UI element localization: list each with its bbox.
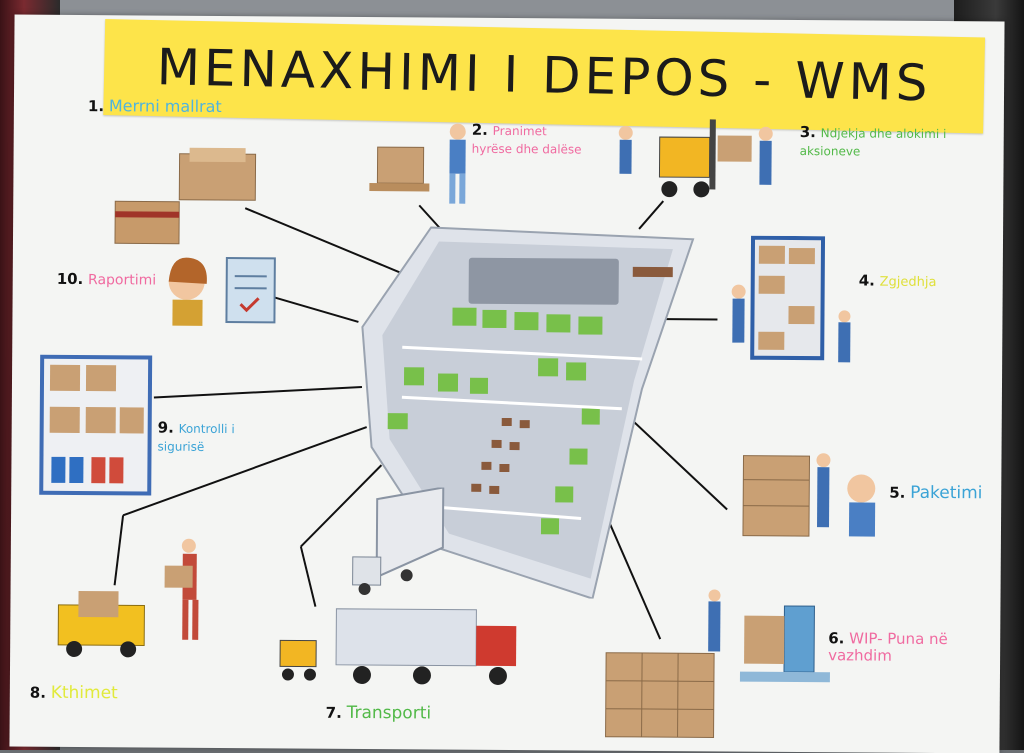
cardboard-boxes-icon (602, 649, 719, 740)
step-9-label: 9. Kontrolli i sigurisë (157, 420, 247, 457)
delivery-truck-icon (272, 604, 523, 696)
step-8-text: Kthimet (51, 683, 118, 703)
step-10-label: 10. Raportimi (57, 271, 157, 290)
step-4-label: 4. Zgjedhja (859, 272, 937, 291)
step-6-label: 6. WIP- Puna në vazhdim (828, 630, 998, 665)
step-1-text: Merrni mallrat (109, 96, 222, 116)
weighing-scale-icon (700, 585, 831, 696)
storage-shelves-icon (35, 351, 160, 502)
step-4-text: Zgjedhja (880, 275, 937, 290)
step-10-text: Raportimi (88, 272, 156, 288)
delivery-truck-icon (347, 487, 458, 598)
step-9-number: 9. (158, 419, 174, 437)
storage-shelves-icon (722, 236, 863, 377)
step-4-number: 4. (859, 271, 875, 289)
connector-9 (154, 386, 362, 399)
step-3-text: Ndjekja dhe alokimi i aksioneve (800, 126, 947, 158)
step-2-text: Pranimet hyrëse dhe dalëse (472, 124, 582, 157)
step-6-text: WIP- Puna në vazhdim (828, 629, 948, 664)
step-7-label: 7. Transporti (326, 705, 432, 723)
step-10-number: 10. (57, 270, 84, 288)
step-2-label: 2. Pranimet hyrëse dhe dalëse (472, 122, 582, 159)
connector-7b (300, 547, 315, 607)
warehouse-worker-icon (357, 117, 488, 218)
step-8-label: 8. Kthimet (30, 685, 118, 703)
step-5-number: 5. (889, 484, 905, 502)
step-3-number: 3. (800, 123, 816, 141)
clipboard-report-icon (164, 252, 281, 329)
step-8-number: 8. (30, 684, 46, 702)
delivery-truck-icon (48, 535, 219, 666)
step-5-label: 5. Paketimi (889, 485, 982, 503)
poster-board: MENAXHIMI I DEPOS - WMS (9, 15, 1004, 753)
step-5-text: Paketimi (910, 483, 982, 504)
step-6-number: 6. (828, 629, 844, 647)
cardboard-boxes-icon (109, 145, 280, 256)
step-7-text: Transporti (347, 703, 432, 724)
forklift-icon (613, 117, 774, 210)
step-7-number: 7. (326, 704, 342, 722)
step-1-label: 1. Merrni mallrat (88, 97, 222, 116)
cardboard-boxes-icon (739, 450, 900, 551)
step-2-number: 2. (472, 121, 488, 139)
step-3-label: 3. Ndjekja dhe alokimi i aksioneve (800, 124, 970, 161)
step-1-number: 1. (88, 97, 104, 115)
